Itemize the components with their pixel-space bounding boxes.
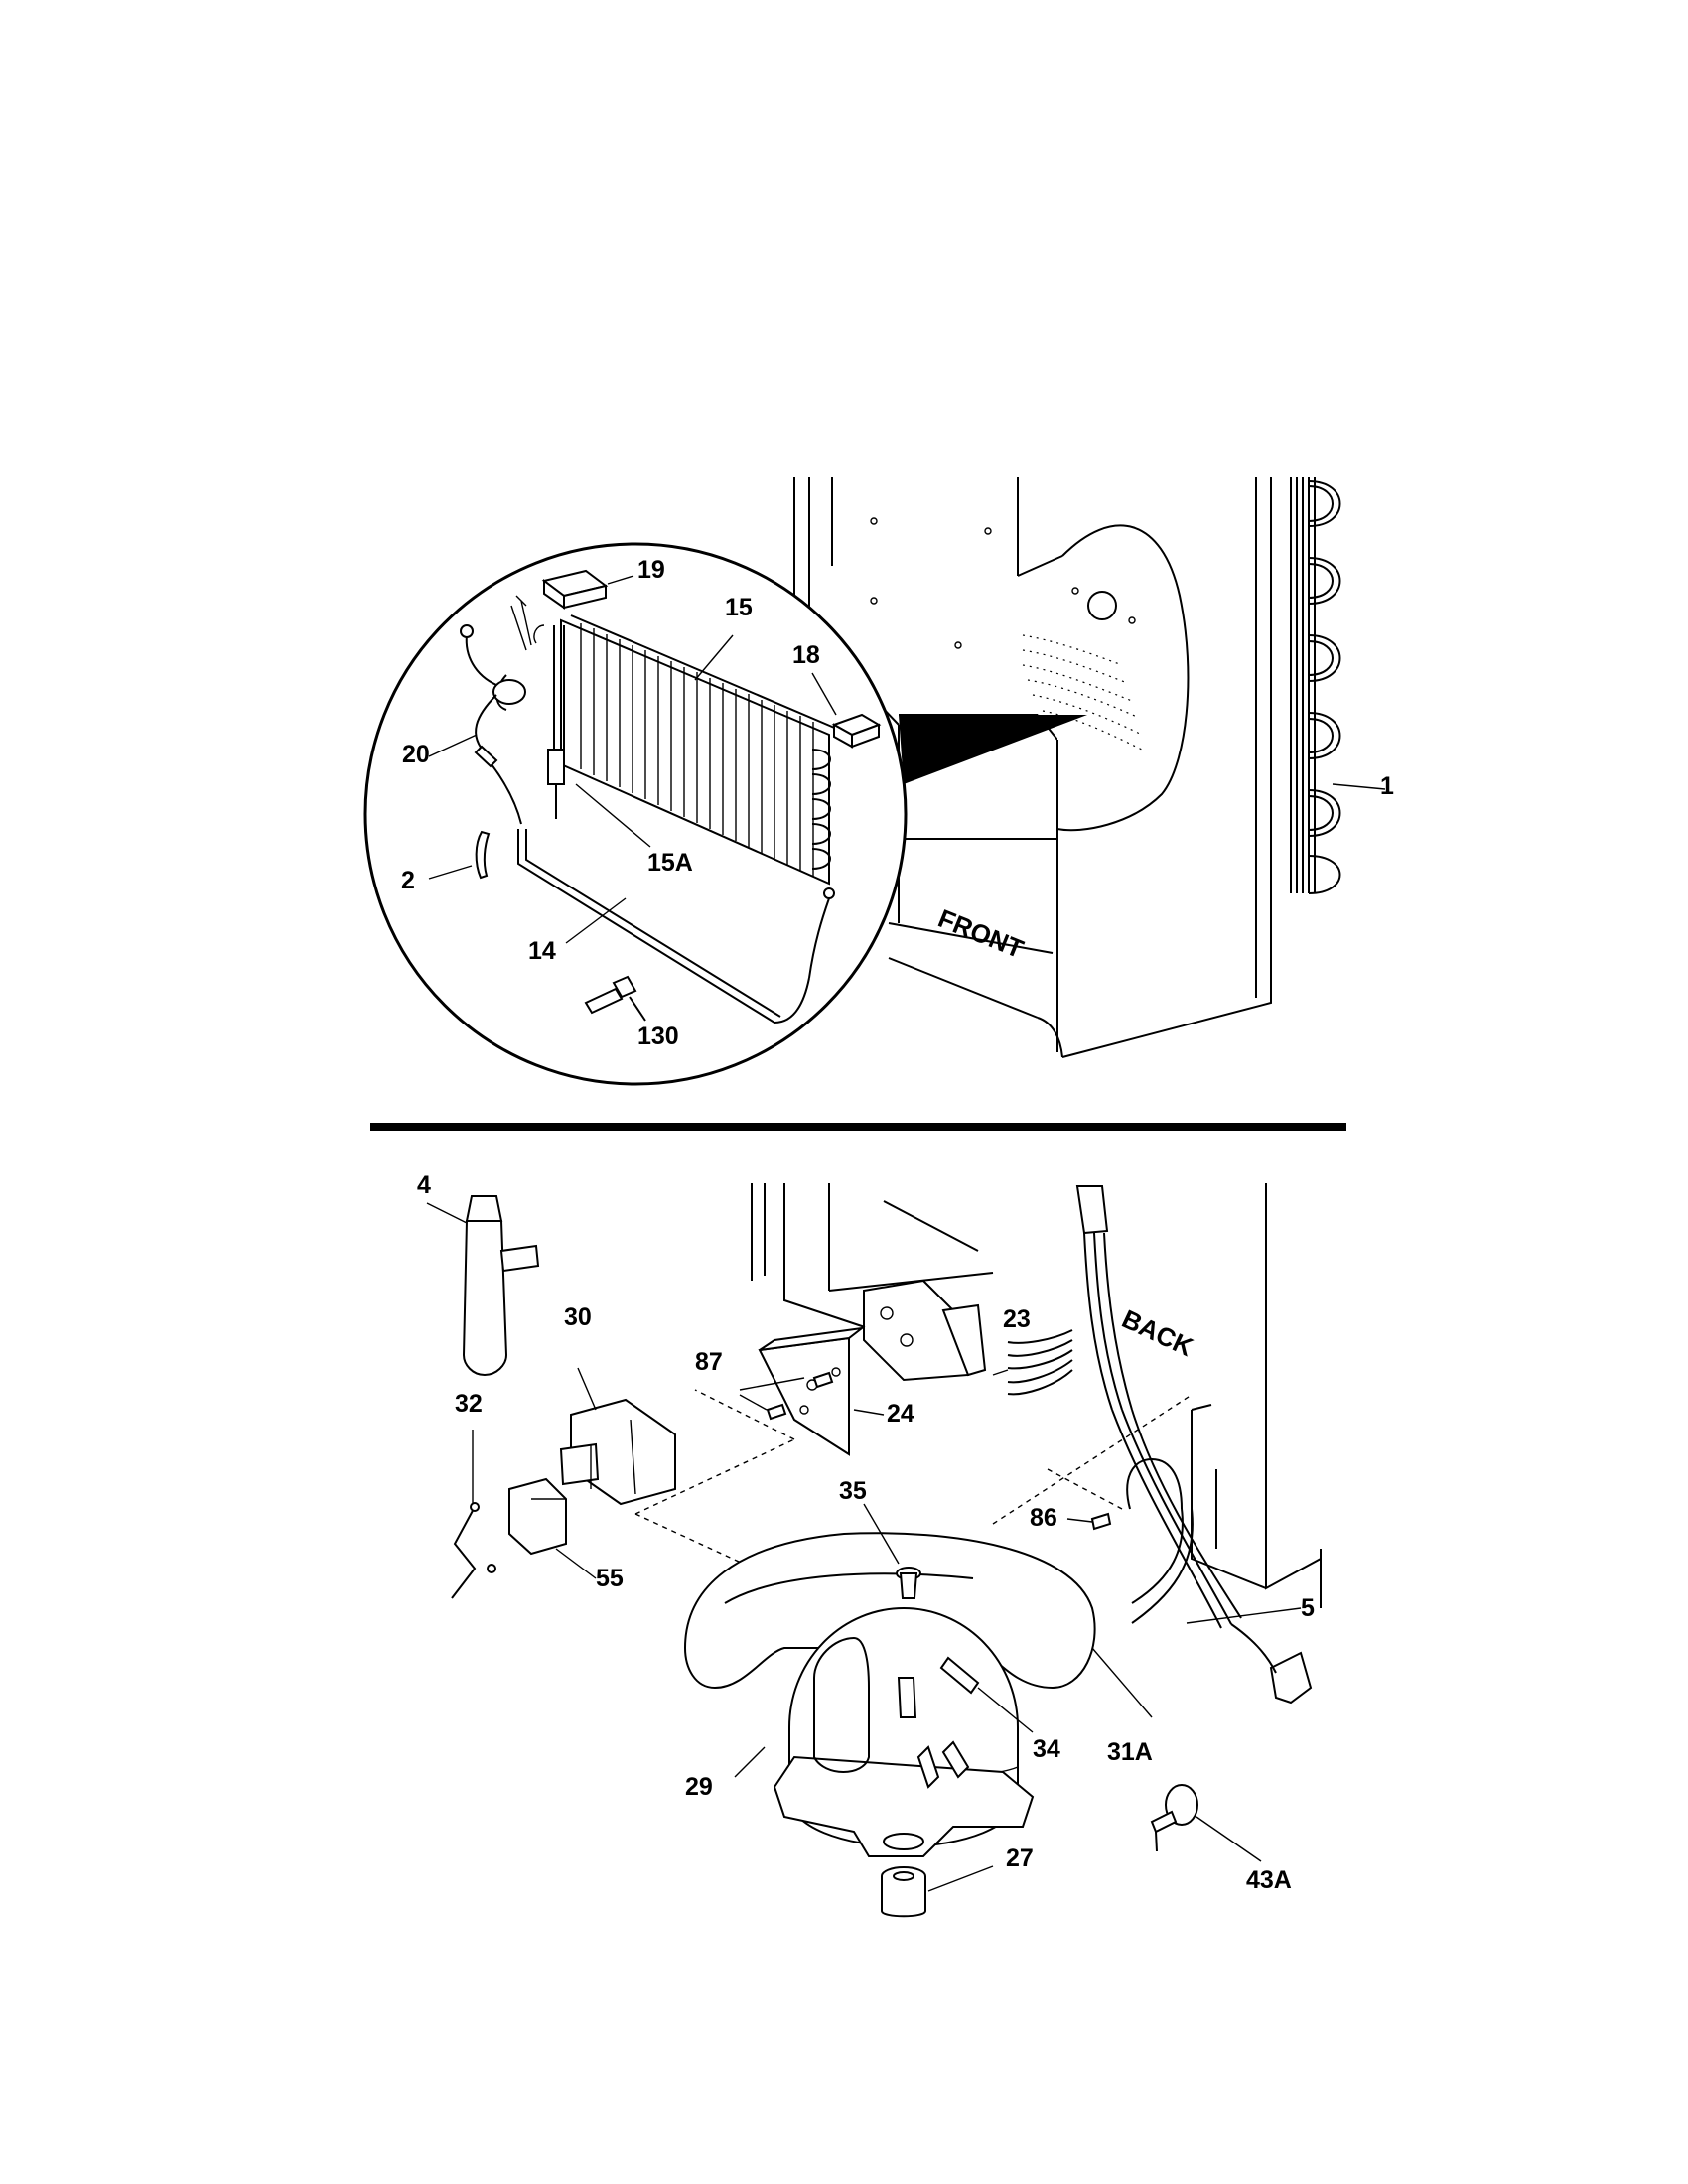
detail-magnifier <box>363 542 908 1086</box>
callout-20: 20 <box>402 741 430 768</box>
callout-130: 130 <box>637 1023 679 1050</box>
timer-bracket <box>758 1326 866 1456</box>
callout-19: 19 <box>637 556 665 584</box>
callout-27: 27 <box>1006 1844 1034 1872</box>
callout-31a: 31A <box>1107 1738 1153 1766</box>
callout-30: 30 <box>564 1303 592 1331</box>
callout-2: 2 <box>401 867 415 894</box>
callout-43a: 43A <box>1246 1866 1292 1894</box>
screw-35 <box>863 1503 921 1599</box>
wire-32 <box>451 1430 496 1599</box>
callout-35: 35 <box>839 1477 867 1505</box>
floor-outline <box>634 1389 1193 1837</box>
power-cord <box>1007 1185 1313 1705</box>
screw-86 <box>1066 1512 1112 1531</box>
compressor-29 <box>734 1607 1035 1857</box>
callout-15: 15 <box>725 594 753 621</box>
leaders-lower <box>853 1369 1302 1624</box>
callout-86: 86 <box>1030 1504 1057 1532</box>
leaders-upper <box>428 634 837 944</box>
callout-14: 14 <box>528 937 556 965</box>
callout-55: 55 <box>596 1565 624 1592</box>
callout-1: 1 <box>1380 772 1394 800</box>
foot-27 <box>881 1865 994 1918</box>
callout-5: 5 <box>1301 1594 1315 1622</box>
callout-24: 24 <box>887 1400 914 1428</box>
defrost-wiring <box>460 600 835 1024</box>
overload-55 <box>508 1477 597 1579</box>
drier-4 <box>426 1195 540 1377</box>
callout-23: 23 <box>1003 1305 1031 1333</box>
relay-30 <box>559 1367 676 1506</box>
lower-cabinet <box>751 1183 1322 1608</box>
callout-87: 87 <box>695 1348 723 1376</box>
callout-4: 4 <box>417 1171 431 1199</box>
foam-block-18 <box>831 713 882 749</box>
grommet-34 <box>977 1687 1034 1733</box>
screw-130 <box>584 975 646 1022</box>
clamp-43a <box>1150 1784 1262 1862</box>
screws-87 <box>739 1371 834 1421</box>
callout-18: 18 <box>792 641 820 669</box>
upper-cabinet <box>793 477 1272 1058</box>
callout-34: 34 <box>1033 1735 1060 1763</box>
callout-15a: 15A <box>647 849 693 877</box>
callout-29: 29 <box>685 1773 713 1801</box>
clip-2 <box>475 830 491 880</box>
foam-block-19 <box>541 569 634 610</box>
callout-32: 32 <box>455 1390 483 1418</box>
defrost-timer <box>863 1279 987 1382</box>
evaporator <box>515 595 840 886</box>
condenser-coil <box>1290 477 1386 894</box>
